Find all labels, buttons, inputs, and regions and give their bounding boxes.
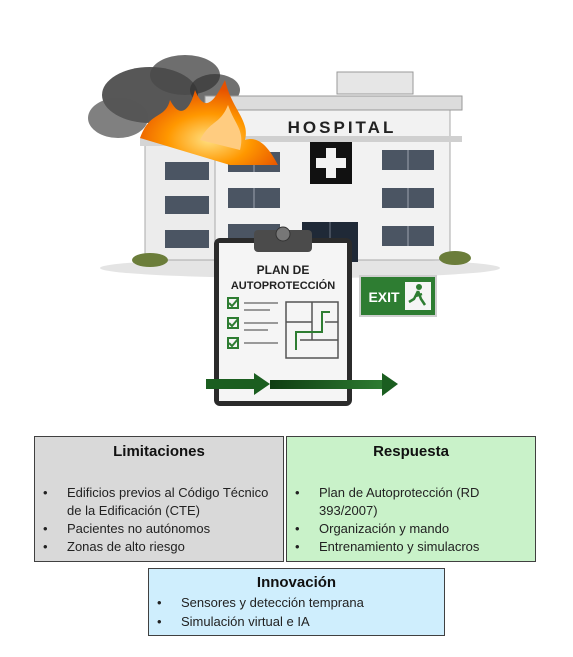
- list-item: Zonas de alto riesgo: [35, 538, 283, 556]
- building-sign: HOSPITAL: [288, 118, 397, 137]
- list-item: Edificios previos al Código Técnico de l…: [35, 484, 283, 520]
- clipboard-title-line1: PLAN DE: [257, 263, 310, 277]
- checkbox-icon: [227, 297, 239, 349]
- arrow-icon: [206, 373, 398, 396]
- clipboard-icon: PLAN DE AUTOPROTECCIÓN: [214, 226, 352, 406]
- innovacion-panel: Innovación Sensores y detección temprana…: [148, 568, 445, 636]
- list-item: Pacientes no autónomos: [35, 520, 283, 538]
- list-item: Entrenamiento y simulacros: [287, 538, 535, 556]
- innovacion-title: Innovación: [256, 574, 337, 591]
- clipboard-title-line2: AUTOPROTECCIÓN: [231, 279, 335, 292]
- respuesta-panel: Respuesta Plan de Autoprotección (RD 393…: [286, 436, 536, 562]
- exit-sign-icon: EXIT: [359, 275, 437, 317]
- limitaciones-title: Limitaciones: [113, 443, 205, 460]
- hospital-illustration: HOSPITAL PLAN DE AUTOPROTECCIÓN: [88, 55, 500, 406]
- medical-cross-icon: [310, 142, 352, 184]
- list-item: Plan de Autoprotección (RD 393/2007): [287, 484, 535, 520]
- list-item: Simulación virtual e IA: [149, 612, 444, 631]
- exit-sign-label: EXIT: [368, 289, 400, 305]
- limitaciones-panel: Limitaciones Edificios previos al Código…: [34, 436, 284, 562]
- respuesta-list: Plan de Autoprotección (RD 393/2007) Org…: [287, 484, 535, 556]
- innovacion-list: Sensores y detección temprana Simulación…: [149, 593, 444, 631]
- list-item: Organización y mando: [287, 520, 535, 538]
- list-item: Sensores y detección temprana: [149, 593, 444, 612]
- floor-plan-icon: [285, 301, 339, 359]
- limitaciones-list: Edificios previos al Código Técnico de l…: [35, 484, 283, 556]
- respuesta-title: Respuesta: [373, 443, 449, 460]
- fire-icon: [140, 80, 278, 165]
